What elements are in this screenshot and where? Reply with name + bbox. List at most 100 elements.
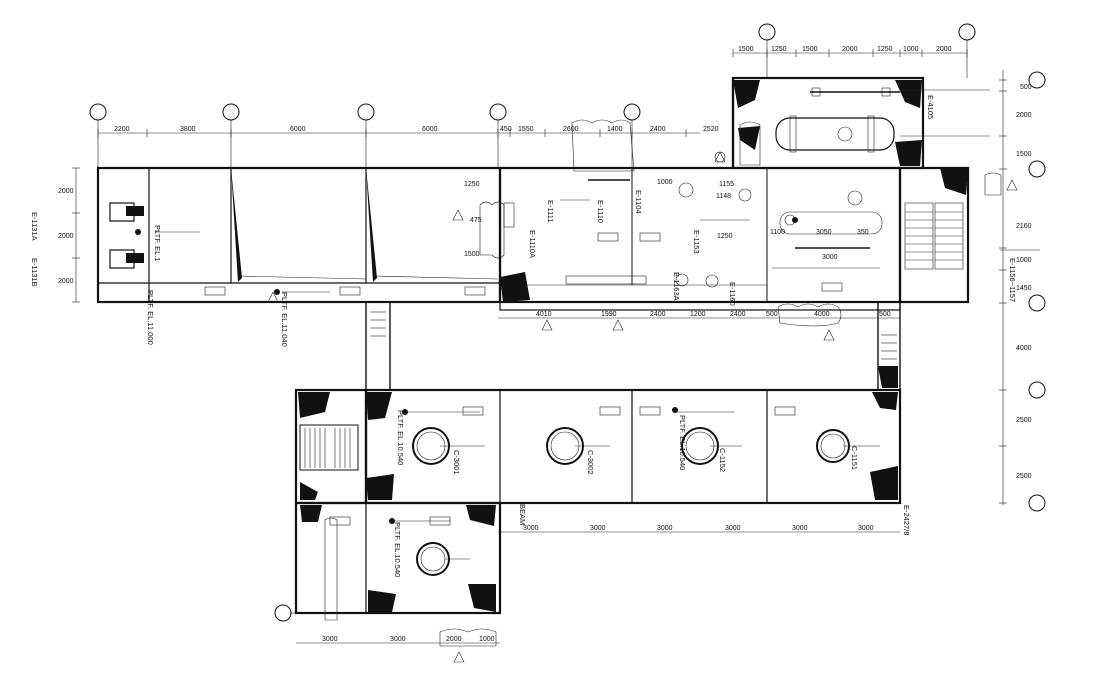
- platform-label: PLTF. EL.10.540: [396, 410, 405, 465]
- horizontal-drum: [775, 117, 895, 151]
- equipment-tag: E-1131B: [30, 258, 39, 287]
- dim-text: 3000: [523, 525, 539, 532]
- platform-label: PLTF. EL.10.540: [678, 415, 687, 470]
- equipment-tag: E-1111: [546, 200, 555, 223]
- dim-text: 1400: [607, 126, 623, 133]
- dim-text: 1250: [717, 233, 733, 240]
- grating-marks: [204, 232, 843, 526]
- stairs: [304, 202, 964, 468]
- dim-text: 450: [500, 126, 512, 133]
- equipment-tag: E-1110A: [528, 230, 537, 258]
- dim-text: 1550: [518, 126, 534, 133]
- dim-text: 1000: [1016, 257, 1032, 264]
- dimension-lines: [72, 49, 1007, 644]
- dim-text: 2500: [1016, 417, 1032, 424]
- grid-bubble: [274, 604, 292, 622]
- dim-text: 2500: [1016, 473, 1032, 480]
- grid-bubble: [1028, 71, 1046, 89]
- equipment-tag: E-4105: [926, 95, 935, 119]
- dim-text: 6000: [290, 126, 306, 133]
- main-walls: [96, 76, 970, 615]
- dim-text: 1250: [771, 46, 787, 53]
- grid-bubble: [357, 103, 375, 121]
- grid-bubble: [222, 103, 240, 121]
- dim-text: 2600: [563, 126, 579, 133]
- dim-text: 2000: [58, 278, 74, 285]
- corner-hatching: [298, 80, 968, 612]
- dim-text: 3050: [816, 229, 832, 236]
- grid-bubble: [1028, 494, 1046, 512]
- dim-text: 1000: [657, 179, 673, 186]
- dim-text: 2400: [650, 126, 666, 133]
- dim-text: 4000: [1016, 345, 1032, 352]
- dim-text: 1100: [770, 229, 785, 236]
- platform-label: PLTF. EL.11.040: [280, 292, 289, 347]
- dim-text: 1155: [719, 181, 734, 188]
- equipment-tag: E-1160: [728, 282, 737, 306]
- grid-bubble: [1028, 160, 1046, 178]
- dim-text: 1000: [479, 636, 495, 643]
- equipment-tag: E-1110: [596, 200, 605, 223]
- dim-text: 2160: [1016, 223, 1032, 230]
- grid-bubble: [1028, 294, 1046, 312]
- dim-text: 3000: [390, 636, 406, 643]
- dim-text: 6000: [422, 126, 438, 133]
- dim-text: 3000: [725, 525, 741, 532]
- dim-text: 2400: [730, 311, 746, 318]
- equipment-tag: E-1131A: [30, 212, 39, 241]
- dim-text: 4000: [814, 311, 830, 318]
- dim-text: 1250: [877, 46, 893, 53]
- dim-text: 2000: [936, 46, 952, 53]
- dim-text: 3800: [180, 126, 196, 133]
- dim-text: 2000: [58, 188, 74, 195]
- dim-text: 1450: [1016, 285, 1032, 292]
- equipment-tag: E-1153: [692, 230, 701, 254]
- dimension-texts: 2200 3800 6000 6000 450 1550 2600 1400 2…: [58, 46, 1032, 643]
- grid-bubble: [89, 103, 107, 121]
- dim-text: 1500: [738, 46, 754, 53]
- dim-text: 350: [857, 229, 869, 236]
- dim-text: 500: [766, 311, 778, 318]
- grid-bubbles: [89, 23, 1046, 622]
- equipment-tag: C-3002: [586, 450, 595, 475]
- platform-label: PLTF. EL.1: [153, 225, 162, 262]
- grid-bubble: [758, 23, 776, 41]
- dim-text: 1500: [1016, 151, 1032, 158]
- dim-text: 2000: [58, 233, 74, 240]
- platform-label: PLTF. EL.10.540: [393, 522, 402, 577]
- dim-text: 4010: [536, 311, 552, 318]
- leader-lines: [155, 89, 1040, 560]
- dim-text: 500: [1020, 84, 1032, 91]
- grid-bubble: [623, 103, 641, 121]
- dim-text: 475: [470, 217, 482, 224]
- dim-text: 1500: [802, 46, 818, 53]
- equipment-tag: E-1104: [634, 190, 643, 214]
- grid-bubble: [489, 103, 507, 121]
- equipment-tag: C-1152: [718, 448, 727, 472]
- dim-text: 3000: [590, 525, 606, 532]
- grid-bubble: [1028, 381, 1046, 399]
- equipment-labels: PLTF. EL.1 PLTF. EL.11.000 PLTF. EL.11.0…: [30, 95, 1017, 577]
- beam-label: BEAM: [518, 504, 527, 525]
- dim-text: 1200: [690, 311, 706, 318]
- dim-text: 1500: [464, 251, 480, 258]
- equipment-tag: E-1163A: [672, 272, 681, 301]
- equipment-tag: C-3001: [452, 450, 461, 475]
- vessel-lower: [416, 542, 450, 576]
- dim-text: 3000: [822, 254, 838, 261]
- equipment-tag: E-2427/8: [902, 505, 911, 535]
- dim-text: 2400: [650, 311, 666, 318]
- dim-text: 3000: [792, 525, 808, 532]
- dim-text: 1148: [716, 193, 731, 200]
- dim-text: 3000: [858, 525, 874, 532]
- grid-bubble: [958, 23, 976, 41]
- dim-text: 500: [879, 311, 891, 318]
- exchanger: [565, 275, 647, 285]
- dim-text: 1000: [903, 46, 919, 53]
- dim-text: 1250: [464, 181, 480, 188]
- dim-text: 2000: [842, 46, 858, 53]
- dim-text: 3000: [657, 525, 673, 532]
- dim-text: 2200: [114, 126, 130, 133]
